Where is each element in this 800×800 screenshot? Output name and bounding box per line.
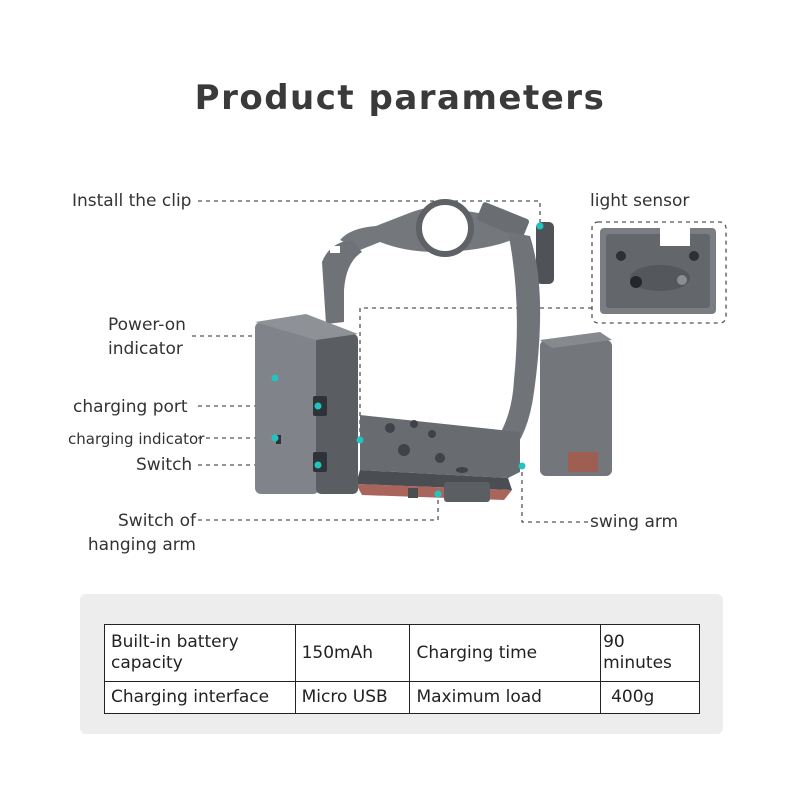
label-charging-indicator: charging indicator [68, 430, 205, 448]
dot-charging-port [314, 402, 322, 410]
specs-table: Built-in battery capacity 150mAh Chargin… [104, 623, 700, 714]
light-sensor-inset-frame [591, 221, 727, 324]
leader-install-clip [198, 200, 541, 222]
label-install-clip: Install the clip [72, 191, 192, 211]
table-row: Charging interface Micro USB Maximum loa… [104, 681, 700, 714]
dot-install-clip [536, 222, 544, 230]
dot-power-on [271, 374, 279, 382]
spec-value-max-load: 400g [600, 681, 700, 714]
dot-charging-indicator [271, 434, 279, 442]
dot-switch [314, 461, 322, 469]
dot-hanging-arm [434, 490, 442, 498]
table-row: Built-in battery capacity 150mAh Chargin… [104, 623, 700, 683]
spec-label-battery: Built-in battery capacity [104, 623, 296, 683]
label-light-sensor: light sensor [590, 191, 690, 211]
label-switch: Switch [136, 455, 193, 475]
label-swing-arm: swing arm [590, 512, 679, 532]
spec-label-interface: Charging interface [104, 681, 296, 714]
dot-swing-arm [518, 462, 526, 470]
gimbal-mount-illustration [255, 199, 612, 502]
label-power-on-indicator: Power-on indicator [108, 315, 186, 359]
spec-value-battery: 150mAh [294, 623, 411, 683]
spec-value-charging-time: 90 minutes [600, 623, 700, 683]
dot-light-sensor [356, 436, 364, 444]
light-sensor-inset [600, 228, 716, 314]
spec-label-charging-time: Charging time [409, 623, 602, 683]
leader-light-sensor [359, 307, 592, 440]
page-title: Product parameters [194, 78, 606, 118]
label-charging-port: charging port [73, 397, 188, 417]
leader-swing-arm [521, 468, 588, 523]
leader-hanging-arm [198, 496, 439, 521]
label-switch-hanging-arm: Switch of hanging arm [87, 511, 196, 555]
spec-value-interface: Micro USB [294, 681, 411, 714]
spec-label-max-load: Maximum load [409, 681, 602, 714]
indicator-dots [271, 222, 544, 498]
